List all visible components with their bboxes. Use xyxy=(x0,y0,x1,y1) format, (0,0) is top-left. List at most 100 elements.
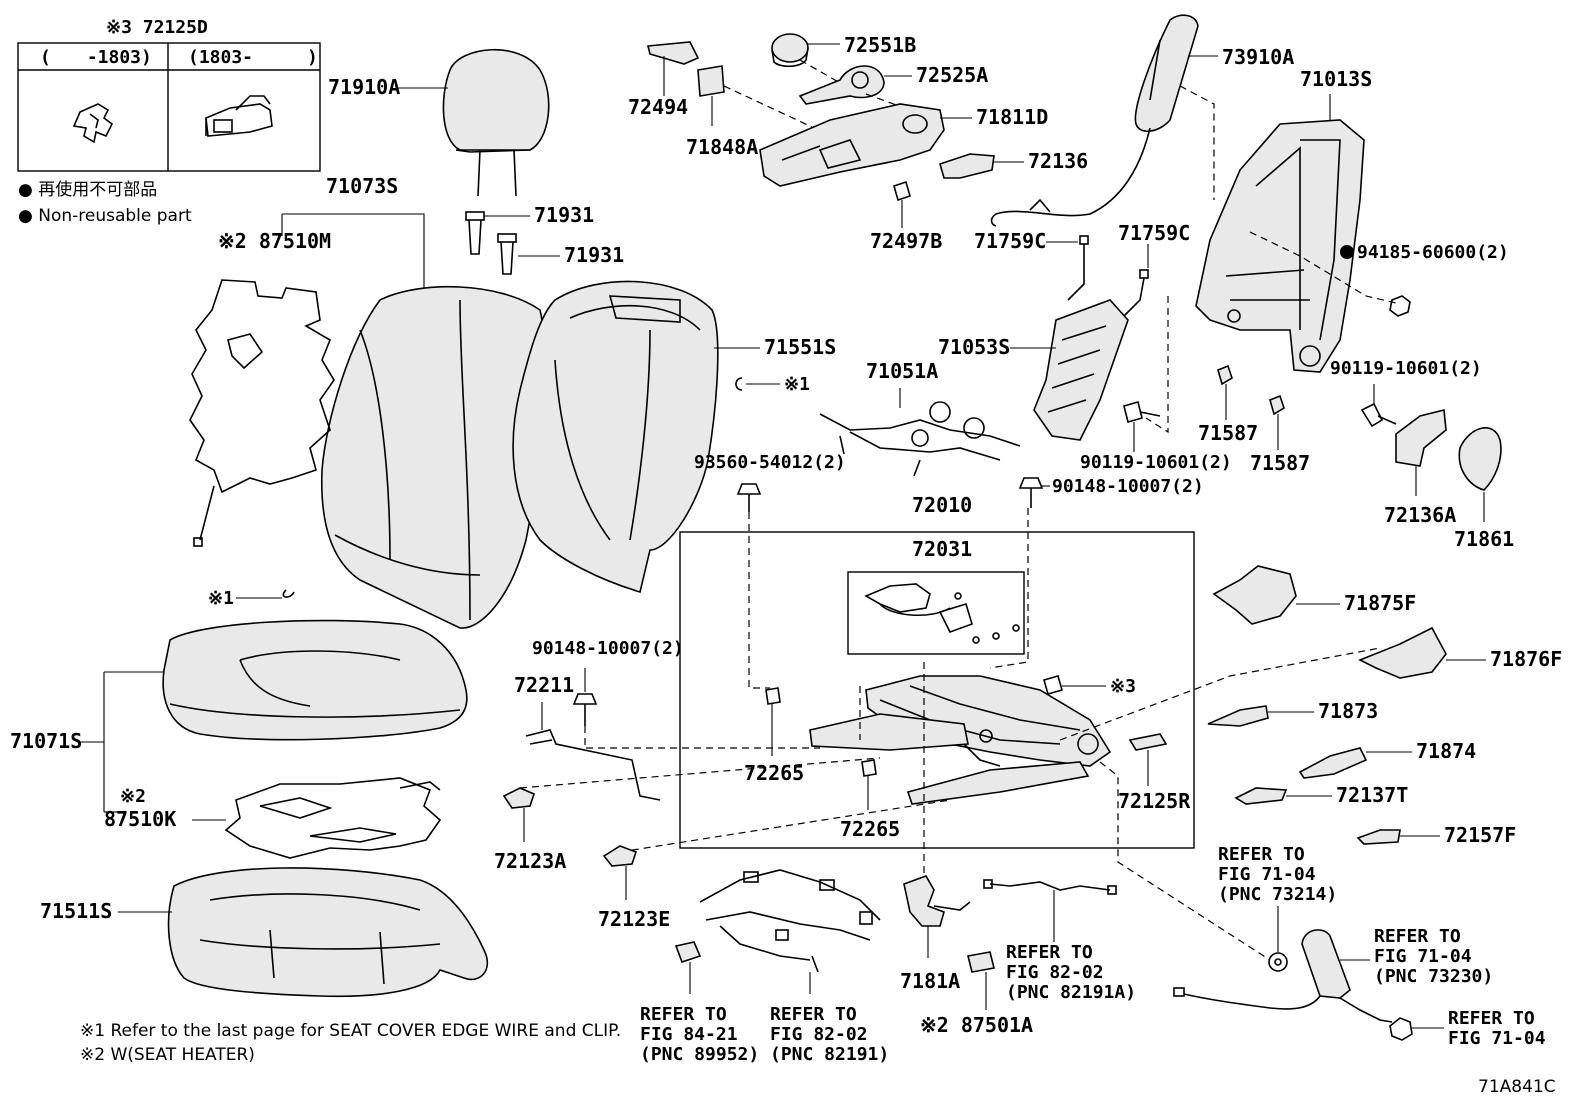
label-94185: 94185-60600(2) xyxy=(1357,242,1509,263)
sensor-87501A xyxy=(967,951,995,973)
label-71873: 71873 xyxy=(1318,699,1378,723)
label-71759C-a: 71759C xyxy=(974,229,1046,253)
inset-title: ※3 72125D xyxy=(106,17,208,38)
cover-71848A xyxy=(697,65,725,97)
connector-89952 xyxy=(674,941,702,964)
label-72494: 72494 xyxy=(628,95,688,119)
label-71848A: 71848A xyxy=(686,135,758,159)
ref-71-04-line2: FIG 71-04 xyxy=(1448,1028,1546,1049)
ref-82191A-line2: FIG 82-02 xyxy=(1006,962,1104,983)
label-71910A: 71910A xyxy=(328,75,400,99)
inset-col-left: ( -1803) xyxy=(40,47,152,68)
seatbelt-buckle xyxy=(1173,929,1393,1023)
screw-93560 xyxy=(736,483,762,512)
label-71013S: 71013S xyxy=(1300,67,1372,91)
clip-72123E xyxy=(602,845,638,867)
seatback-frame xyxy=(1195,119,1365,373)
seat-track-box xyxy=(679,531,1195,849)
refer-89952: REFER TO FIG 84-21 (PNC 89952) xyxy=(640,1004,759,1065)
label-71811D: 71811D xyxy=(976,105,1048,129)
label-71875F: 71875F xyxy=(1344,591,1416,615)
label-71587-a: 71587 xyxy=(1198,421,1258,445)
clip-72497B xyxy=(893,180,911,202)
refer-82191A: REFER TO FIG 82-02 (PNC 82191A) xyxy=(1006,942,1136,1003)
figure-code: 71A841C xyxy=(1478,1077,1556,1097)
label-72031: 72031 xyxy=(912,537,972,561)
motor-72031 xyxy=(864,583,1020,644)
label-87510M: ※2 87510M xyxy=(218,229,331,253)
headrest xyxy=(442,48,550,197)
ref-73214-line1: REFER TO xyxy=(1218,844,1305,865)
label-72211: 72211 xyxy=(514,673,574,697)
refer-73214: REFER TO FIG 71-04 (PNC 73214) xyxy=(1218,844,1337,905)
clip-72125R xyxy=(1128,733,1168,751)
inset-col-right: (1803- ) xyxy=(188,47,318,68)
bolt-90119-right xyxy=(1360,402,1397,428)
label-72123A: 72123A xyxy=(494,849,566,873)
label-87501A: ※2 87501A xyxy=(920,1013,1033,1037)
footnote-2: ※2 W(SEAT HEATER) xyxy=(80,1045,255,1065)
cushion-pad xyxy=(167,867,489,998)
cover-72136A xyxy=(1395,408,1447,467)
inset-table: ※3 72125D ( -1803) (1803- ) xyxy=(17,17,321,172)
ref-73230-line1: REFER TO xyxy=(1374,926,1461,947)
refer-71-04: REFER TO FIG 71-04 xyxy=(1448,1008,1546,1049)
bolt-90119-left xyxy=(1123,401,1161,423)
ref-73214-line3: (PNC 73214) xyxy=(1218,884,1337,905)
label-93560: 93560-54012(2) xyxy=(694,452,846,473)
lever-72525A xyxy=(798,65,885,105)
refer-73230: REFER TO FIG 71-04 (PNC 73230) xyxy=(1374,926,1493,987)
lumbar-support xyxy=(1033,299,1129,441)
ref-73230-line3: (PNC 73230) xyxy=(1374,966,1493,987)
cover-71874 xyxy=(1298,747,1368,779)
label-x1-a: ※1 xyxy=(784,374,810,395)
rod-72211 xyxy=(525,729,661,801)
cushion-heater xyxy=(224,777,442,859)
label-71931-a: 71931 xyxy=(534,203,594,227)
label-x2: ※2 xyxy=(120,786,146,807)
footnote-1: ※1 Refer to the last page for SEAT COVER… xyxy=(80,1021,621,1041)
label-90148-b: 90148-10007(2) xyxy=(532,638,684,659)
label-71551S: 71551S xyxy=(764,335,836,359)
cover-72137T xyxy=(1234,787,1288,805)
cover-72136 xyxy=(939,153,995,179)
seatback-heater xyxy=(189,279,335,547)
ref-89952-line1: REFER TO xyxy=(640,1004,727,1025)
ref-89952-line3: (PNC 89952) xyxy=(640,1044,759,1065)
cap-71861 xyxy=(1458,427,1502,491)
label-71874: 71874 xyxy=(1416,739,1476,763)
label-72525A: 72525A xyxy=(916,63,988,87)
ecu-7181A xyxy=(903,875,971,927)
refer-82191: REFER TO FIG 82-02 (PNC 82191) xyxy=(770,1004,889,1065)
label-71073S: 71073S xyxy=(326,174,398,198)
label-90119-a: 90119-10601(2) xyxy=(1080,452,1232,473)
seat-track-assembly xyxy=(809,675,1112,805)
lumbar-wire-a xyxy=(1067,235,1089,301)
seat-harness xyxy=(699,869,881,973)
label-72157F: 72157F xyxy=(1444,823,1516,847)
clip-72265-a xyxy=(765,687,781,705)
knob-72551B xyxy=(771,33,809,68)
ref-82191A-line1: REFER TO xyxy=(1006,942,1093,963)
clip-72265-b xyxy=(861,759,877,777)
label-72551B: 72551B xyxy=(844,33,916,57)
label-71861: 71861 xyxy=(1454,527,1514,551)
ref-73230-line2: FIG 71-04 xyxy=(1374,946,1472,967)
nut-71-04 xyxy=(1389,1017,1413,1041)
label-72010: 72010 xyxy=(912,493,972,517)
motor-subbox xyxy=(847,571,1025,655)
clip-71587-b xyxy=(1269,394,1285,416)
label-71053S: 71053S xyxy=(938,335,1010,359)
label-x3: ※3 xyxy=(1110,676,1136,697)
label-72123E: 72123E xyxy=(598,907,670,931)
cover-71875F xyxy=(1212,565,1297,625)
screw-90148-left xyxy=(572,693,598,726)
label-71051A: 71051A xyxy=(866,359,938,383)
label-73910A: 73910A xyxy=(1222,45,1294,69)
cover-71876F xyxy=(1358,626,1447,679)
shield-71811D xyxy=(759,103,945,187)
clip-71587-a xyxy=(1217,364,1233,386)
label-x1-b: ※1 xyxy=(208,588,234,609)
label-90148-a: 90148-10007(2) xyxy=(1052,476,1204,497)
